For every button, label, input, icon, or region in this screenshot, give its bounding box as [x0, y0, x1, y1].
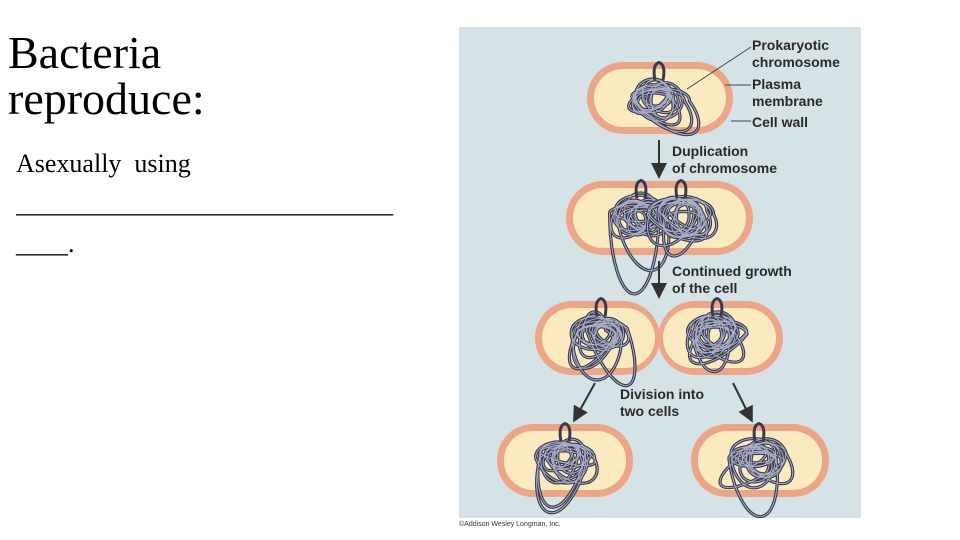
chromosome-highlight	[646, 195, 718, 257]
chromosome-highlight	[568, 311, 636, 387]
leader-line-chromosome	[686, 46, 752, 90]
arrow-division-left	[573, 382, 596, 423]
fill-in-blank-end: ____.	[16, 229, 75, 258]
elongated-dividing-cell	[535, 297, 783, 388]
chromosome-attachment-loop	[558, 422, 572, 442]
chromosome	[718, 422, 795, 518]
body-text: Asexually using ________________________…	[16, 144, 456, 264]
chromosome-copy-2	[645, 178, 719, 258]
chromosome-highlight	[535, 438, 598, 514]
label-two-cells: two cells	[620, 403, 679, 419]
daughter-cell-right	[691, 422, 829, 518]
label-of-the-cell: of the cell	[672, 280, 737, 296]
label-membrane: membrane	[752, 93, 823, 109]
body-line-1: Asexually using	[16, 149, 191, 178]
label-plasma: Plasma	[752, 76, 801, 92]
binary-fission-diagram: Prokaryotic chromosome Plasma membrane C…	[459, 27, 861, 518]
chromosome-attachment-loop	[652, 60, 666, 81]
chromosome-right	[685, 297, 749, 374]
label-division-into: Division into	[620, 386, 704, 402]
chromosome-attachment-loop	[710, 297, 724, 317]
label-duplication: Duplication	[672, 143, 748, 159]
label-continued-growth: Continued growth	[672, 263, 792, 279]
chromosome-attachment-loop	[752, 422, 766, 442]
prokaryotic-chromosome	[627, 60, 701, 137]
label-chromosome: chromosome	[752, 54, 840, 70]
cytoplasm	[594, 69, 726, 127]
chromosome-highlight	[686, 311, 748, 373]
title-line-1: Bacteria	[8, 27, 162, 78]
slide-title: Bacteria reproduce:	[8, 30, 205, 122]
chromosome-highlight	[628, 78, 700, 136]
label-prokaryotic: Prokaryotic	[752, 37, 829, 53]
daughter-cell-left	[497, 422, 633, 515]
chromosome	[533, 422, 599, 515]
original-cell	[587, 60, 733, 137]
chromosome-attachment-loop	[594, 297, 608, 317]
copyright-notice: ©Addison Wesley Longman, Inc.	[459, 521, 561, 528]
chromosome-left	[567, 297, 637, 388]
title-line-2: reproduce:	[8, 73, 205, 124]
label-cell-wall: Cell wall	[752, 114, 808, 130]
chromosome-highlight	[719, 438, 794, 518]
arrow-division-right	[732, 382, 753, 423]
diagram-svg: Prokaryotic chromosome Plasma membrane C…	[497, 37, 840, 518]
fill-in-blank-line: _____________________________	[16, 189, 393, 218]
duplicated-chromosome-cell	[566, 178, 753, 296]
chromosome-attachment-loop	[634, 178, 648, 199]
chromosome-attachment-loop	[674, 178, 688, 199]
label-of-chromosome: of chromosome	[672, 160, 777, 176]
